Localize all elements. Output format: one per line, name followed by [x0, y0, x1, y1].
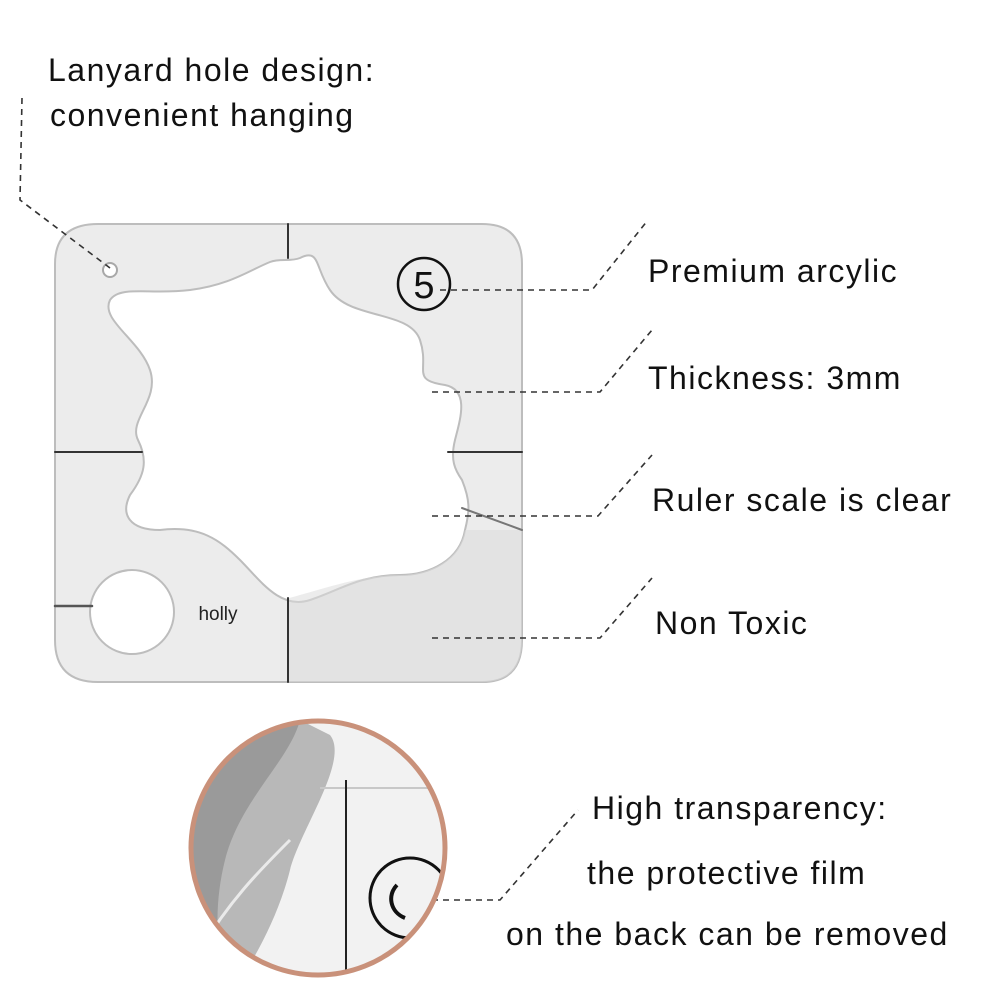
- lanyard-label-line2: convenient hanging: [50, 97, 355, 133]
- transparency-label-line2: the protective film: [587, 855, 867, 891]
- acrylic-shade: [289, 530, 522, 682]
- template-number: 5: [413, 265, 434, 307]
- leader-lines: [19, 97, 653, 901]
- lanyard-label-line1: Lanyard hole design:: [48, 52, 376, 88]
- ruler-scale-marks: [53, 223, 523, 683]
- template-number-circle: [396, 256, 452, 312]
- non-toxic-label: Non Toxic: [655, 605, 809, 641]
- zoom-detail-circle: [188, 718, 448, 978]
- transparency-label-line1: High transparency:: [592, 790, 888, 826]
- premium-acrylic-label: Premium arcylic: [648, 253, 899, 289]
- transparency-label-line3: on the back can be removed: [506, 916, 949, 952]
- thickness-label: Thickness: 3mm: [648, 360, 902, 396]
- lanyard-hole-icon: [102, 262, 118, 278]
- brand-text: holly: [198, 604, 238, 625]
- ruler-scale-label: Ruler scale is clear: [652, 482, 953, 518]
